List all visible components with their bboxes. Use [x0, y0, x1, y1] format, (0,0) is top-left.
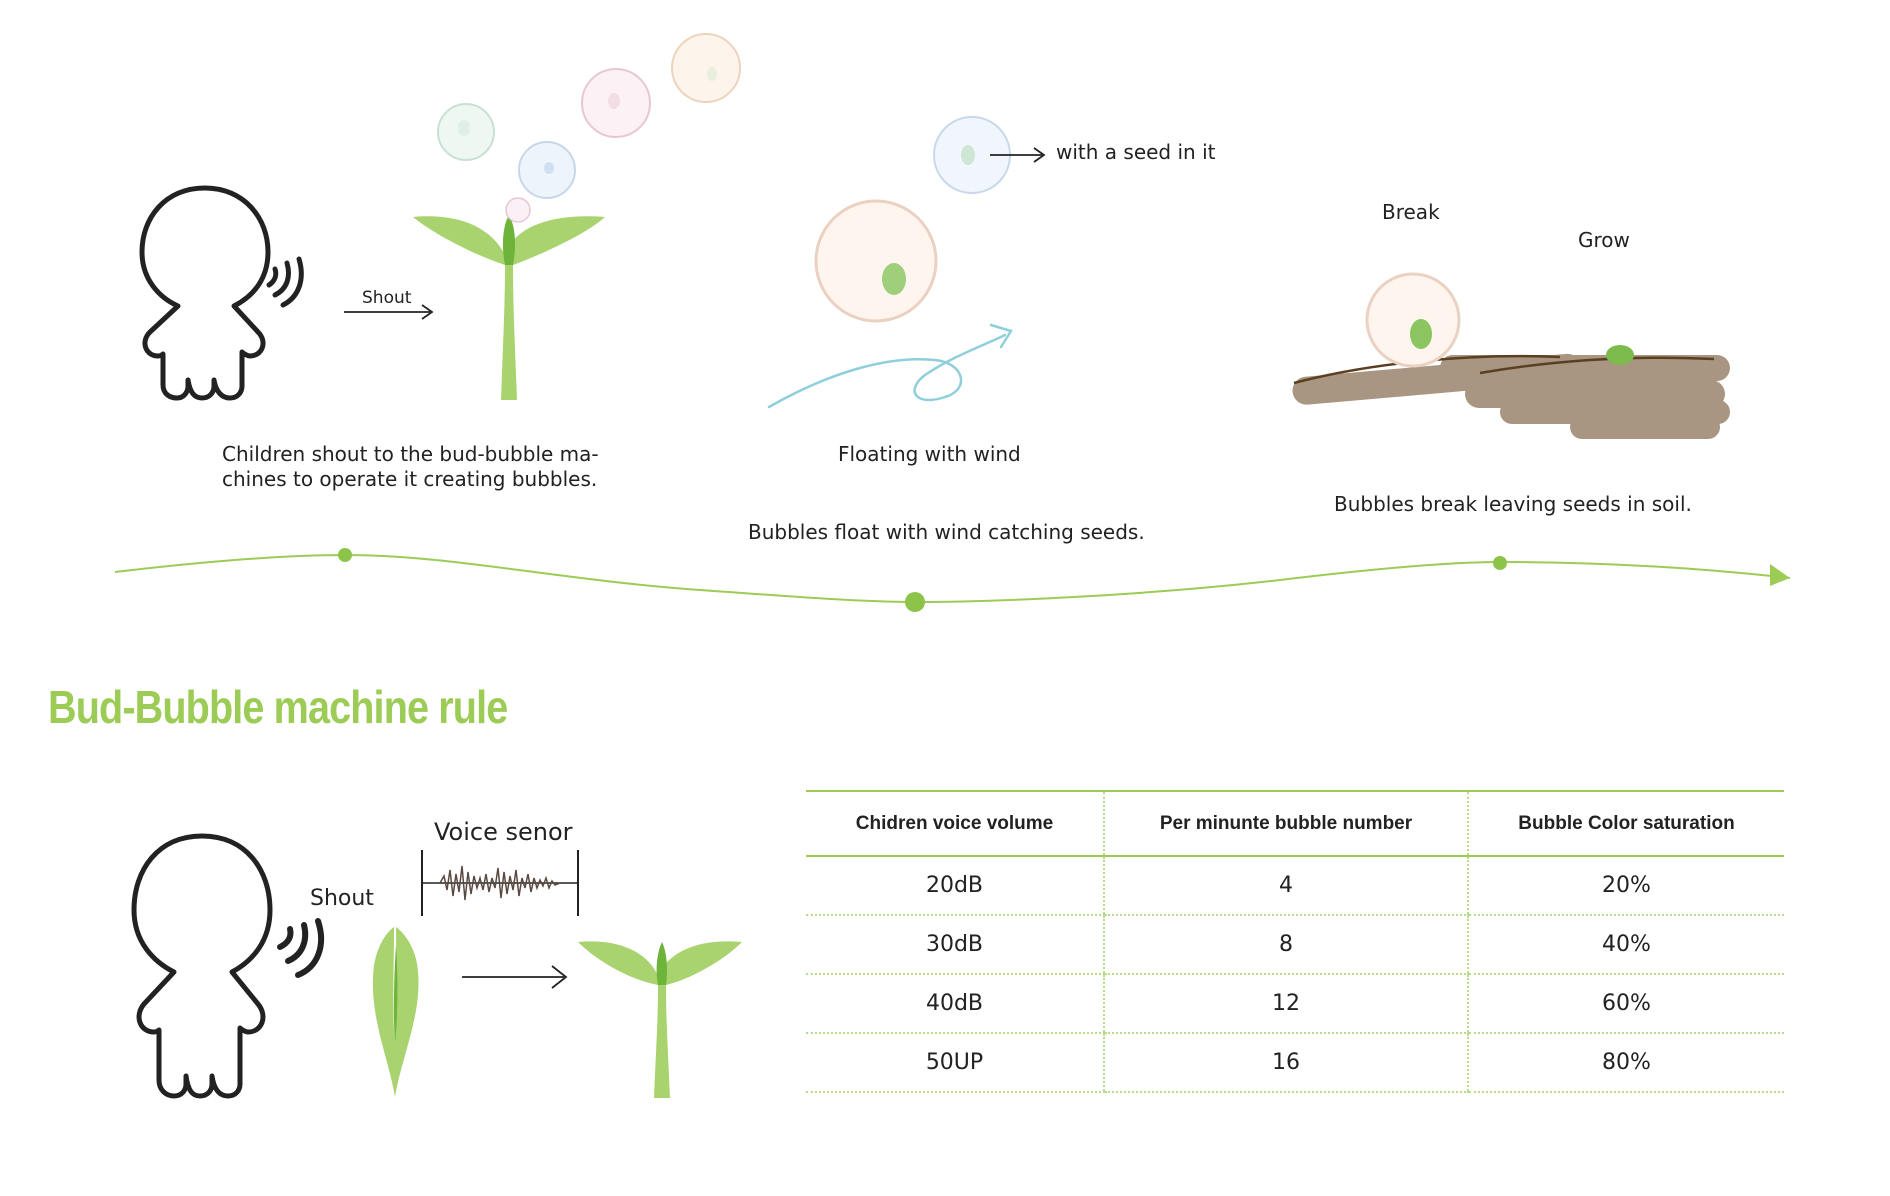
- wind-path: [767, 323, 1013, 409]
- bud-bubble-plant: [413, 215, 605, 400]
- rule-shout-label: Shout: [310, 886, 374, 911]
- table-cell: 30dB: [806, 915, 1104, 975]
- child-figure: [131, 833, 273, 1099]
- large-seed-bubble-icon: [814, 199, 938, 323]
- table-cell: 8: [1103, 915, 1468, 975]
- closed-bud-icon: [372, 927, 419, 1097]
- table-row: 50UP 16 80%: [806, 1033, 1784, 1093]
- sound-waves-icon: [277, 918, 325, 978]
- step1-caption-line1: Children shout to the bud-bubble ma-: [222, 442, 599, 466]
- bubble-icon: [518, 141, 576, 199]
- table-cell: 40dB: [806, 974, 1104, 1034]
- table-cell: 16: [1103, 1033, 1468, 1093]
- soil-illustration: [1292, 345, 1730, 439]
- breaking-bubble-icon: [1365, 272, 1461, 368]
- seed-note: with a seed in it: [1056, 140, 1216, 164]
- table-row: 20dB 4 20%: [806, 856, 1784, 916]
- bubble-icon: [581, 68, 651, 138]
- rules-table: Chidren voice volume Per minunte bubble …: [806, 790, 1784, 1093]
- grow-label: Grow: [1578, 228, 1630, 252]
- child-figure: [139, 185, 271, 401]
- table-header: Chidren voice volume: [806, 790, 1104, 857]
- open-bud-icon: [578, 941, 742, 1098]
- seed-bubble-icon: [933, 116, 1011, 194]
- table-header: Bubble Color saturation: [1467, 790, 1784, 857]
- table-header: Per minunte bubble number: [1103, 790, 1468, 857]
- step2-caption: Bubbles float with wind catching seeds.: [748, 520, 1145, 544]
- bubble-icon: [505, 197, 531, 223]
- sound-waves-icon: [266, 256, 304, 308]
- table-cell: 12: [1103, 974, 1468, 1034]
- table-cell: 40%: [1467, 915, 1784, 975]
- voice-sensor-label: Voice senor: [434, 818, 573, 846]
- table-header-row: Chidren voice volume Per minunte bubble …: [806, 790, 1784, 857]
- floating-label: Floating with wind: [838, 442, 1021, 466]
- table-cell: 4: [1103, 856, 1468, 916]
- table-cell: 20dB: [806, 856, 1104, 916]
- voice-waveform-icon: [421, 850, 579, 916]
- table-cell: 60%: [1467, 974, 1784, 1034]
- table-row: 30dB 8 40%: [806, 915, 1784, 975]
- section-title: Bud-Bubble machine rule: [48, 681, 508, 733]
- break-label: Break: [1382, 200, 1440, 224]
- timeline: [114, 548, 1791, 612]
- table-cell: 20%: [1467, 856, 1784, 916]
- table-cell: 80%: [1467, 1033, 1784, 1093]
- step1-caption-line2: chines to operate it creating bubbles.: [222, 467, 598, 491]
- arrow-right-icon: [344, 304, 434, 320]
- bubble-icon: [437, 103, 495, 161]
- shout-arrow-label: Shout: [362, 288, 412, 308]
- arrow-right-icon: [462, 965, 568, 989]
- bubble-icon: [671, 33, 741, 103]
- step3-caption: Bubbles break leaving seeds in soil.: [1334, 492, 1692, 516]
- table-row: 40dB 12 60%: [806, 974, 1784, 1034]
- table-cell: 50UP: [806, 1033, 1104, 1093]
- arrow-right-icon: [990, 147, 1046, 163]
